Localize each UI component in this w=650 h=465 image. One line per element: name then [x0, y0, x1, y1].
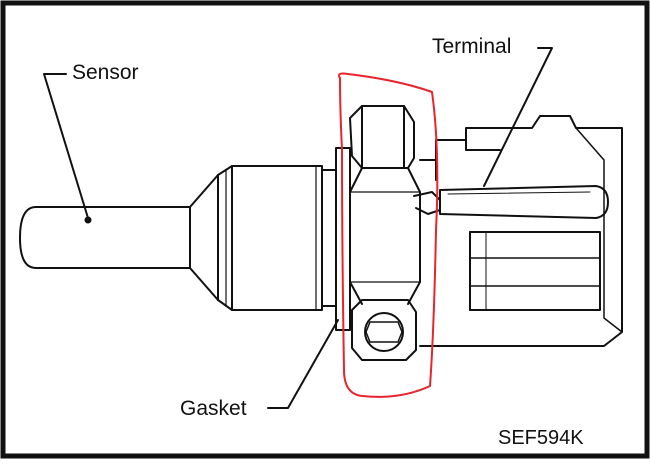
gasket-leader [267, 319, 339, 409]
terminal-leader [483, 47, 553, 187]
sensor-probe [19, 206, 191, 269]
figure-code: SEF594K [498, 427, 584, 449]
sensor-leader-dot [84, 216, 92, 224]
highlight-outline [338, 72, 439, 398]
nut-bore [364, 312, 404, 352]
threaded-body [217, 165, 337, 311]
gasket-label: Gasket [180, 397, 247, 420]
gasket-plate [335, 147, 351, 331]
sensor-label: Sensor [72, 61, 139, 84]
sensor-leader [43, 73, 89, 219]
hex-nut [349, 105, 421, 361]
sensor-taper [189, 174, 219, 301]
terminal-blade-edge [447, 191, 591, 195]
terminal-blade [439, 185, 609, 219]
terminal-label: Terminal [432, 35, 512, 58]
connector-housing [419, 115, 623, 347]
